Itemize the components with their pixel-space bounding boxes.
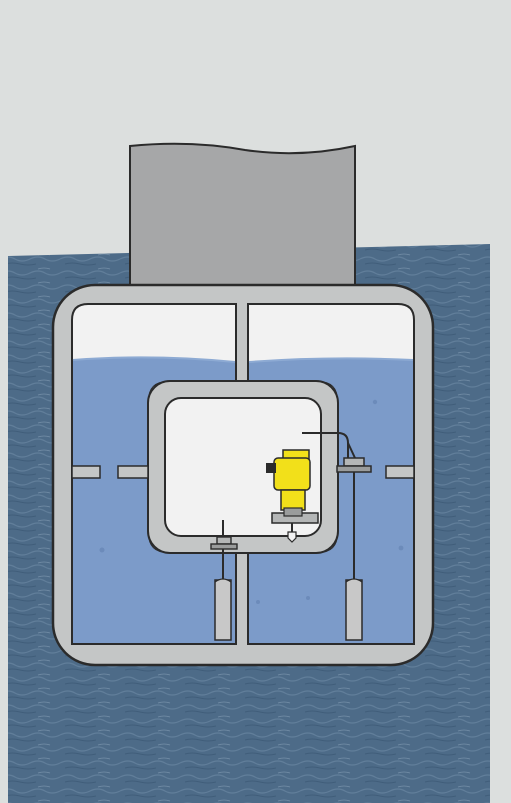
right-stub-wall bbox=[386, 466, 414, 478]
platform-column-icon bbox=[130, 144, 355, 288]
left-stub-wall bbox=[72, 466, 100, 478]
left-inner-stub-wall bbox=[118, 466, 148, 478]
